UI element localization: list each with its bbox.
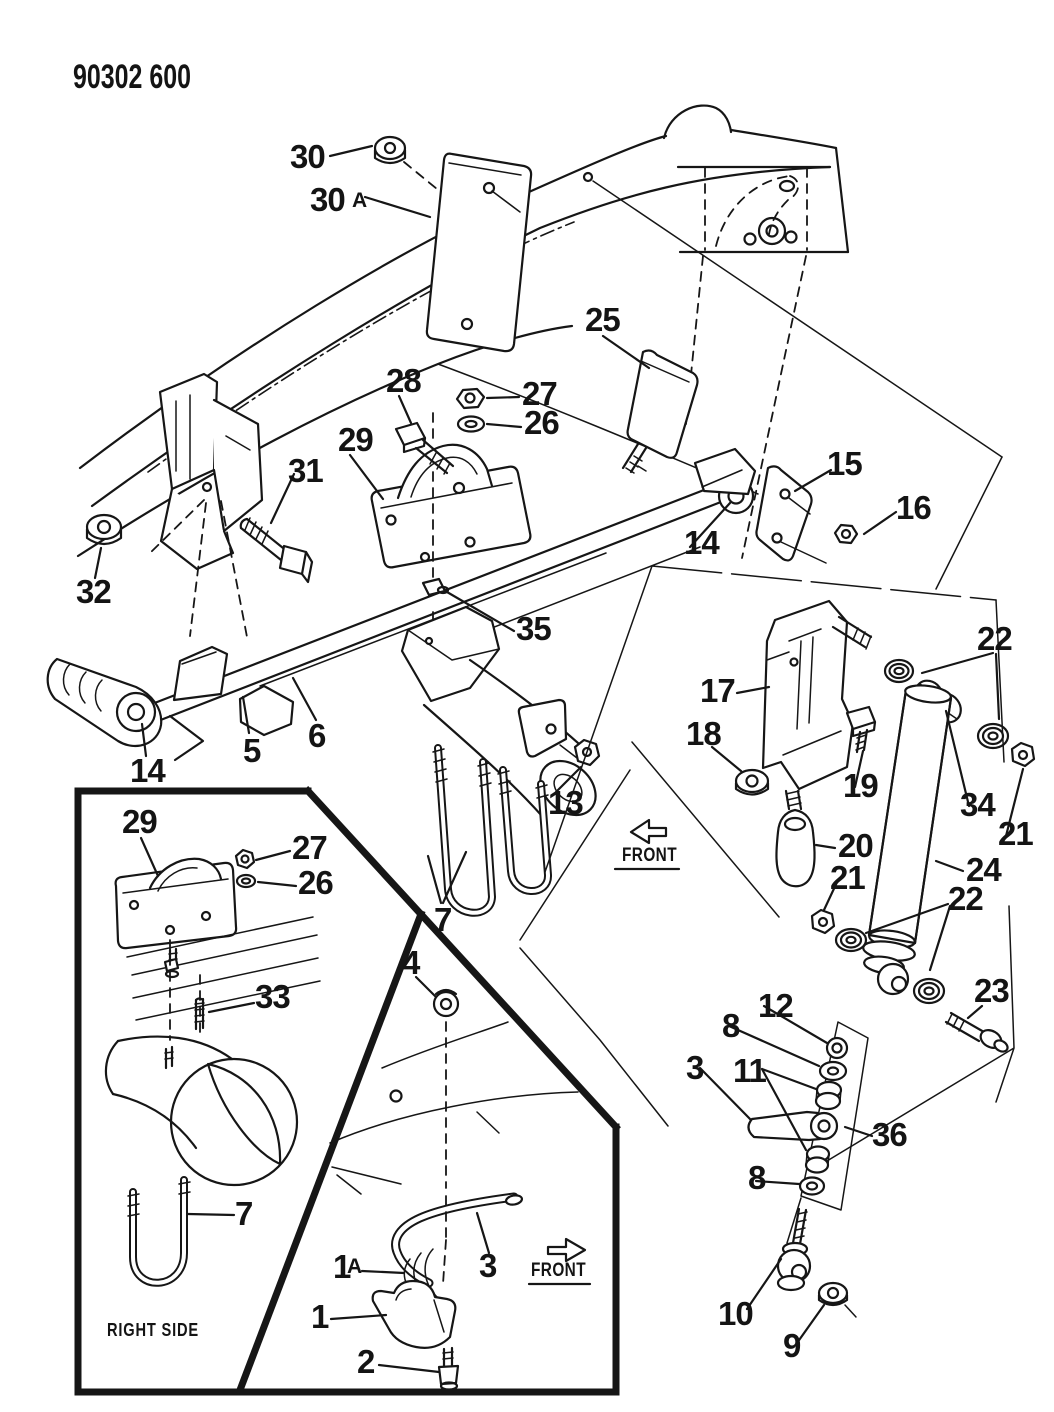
inset-borders xyxy=(74,786,621,1396)
inset-front-view xyxy=(331,1166,524,1391)
callout-19: 19 xyxy=(843,767,878,804)
washer-8-upper xyxy=(818,1060,848,1082)
front-arrow-center-icon xyxy=(613,818,681,871)
washer-26-main xyxy=(456,415,486,433)
stabilizer-link xyxy=(747,1110,839,1142)
shackle-plate-15 xyxy=(755,465,827,564)
spacer-11-upper xyxy=(814,1080,843,1111)
callout-9: 9 xyxy=(783,1327,801,1364)
callout-36: 36 xyxy=(872,1116,907,1153)
callout-7-inset: 7 xyxy=(235,1195,252,1232)
washer-22-upper xyxy=(883,658,915,684)
nut-4 xyxy=(432,988,460,1018)
callout-8-lower: 8 xyxy=(748,1159,766,1196)
callout-12: 12 xyxy=(758,987,793,1024)
callout-14-left: 14 xyxy=(130,752,166,789)
callout-29-main: 29 xyxy=(338,421,373,458)
callout-16: 16 xyxy=(896,489,931,526)
callout-8-upper: 8 xyxy=(722,1007,740,1044)
callout-29-inset: 29 xyxy=(122,803,157,840)
callout-30a-suffix: A xyxy=(352,189,367,212)
callout-23: 23 xyxy=(974,972,1009,1009)
front-label-bottom: FRONT xyxy=(531,1260,586,1281)
front-hanger-bracket xyxy=(146,372,264,638)
bump-stop-20 xyxy=(775,789,816,888)
callout-30a: 30 xyxy=(310,181,345,218)
nut-21-mid xyxy=(810,908,836,935)
callout-1a-suffix: A xyxy=(347,1255,362,1278)
callout-26-main: 26 xyxy=(524,404,559,441)
drawing-number: 90302 600 xyxy=(73,58,191,96)
callout-28: 28 xyxy=(386,362,421,399)
callout-17: 17 xyxy=(700,672,735,709)
callout-31: 31 xyxy=(288,452,323,489)
callout-35: 35 xyxy=(516,610,551,647)
callout-26-inset: 26 xyxy=(298,864,333,901)
callout-22-upper: 22 xyxy=(977,620,1012,657)
callout-7-main: 7 xyxy=(434,901,451,938)
callout-6: 6 xyxy=(308,717,326,754)
callout-27-main: 27 xyxy=(522,375,557,412)
inset-caption-right-side: RIGHT SIDE xyxy=(107,1320,199,1340)
nut-30 xyxy=(373,135,449,199)
nut-32 xyxy=(85,513,123,546)
bracket-25 xyxy=(621,349,699,474)
callout-5: 5 xyxy=(243,732,261,769)
callout-25: 25 xyxy=(585,301,620,338)
callout-21-mid: 21 xyxy=(830,859,865,896)
link-bolt-10 xyxy=(776,1207,812,1292)
nut-18 xyxy=(734,768,770,796)
nut-12 xyxy=(825,1036,849,1060)
callout-3-link: 3 xyxy=(686,1049,704,1086)
shock-absorber xyxy=(862,684,953,996)
front-label-center: FRONT xyxy=(622,845,677,866)
callout-11: 11 xyxy=(733,1052,767,1089)
callout-1: 1 xyxy=(311,1298,329,1335)
inset-right-side-view xyxy=(104,848,321,1287)
callout-24: 24 xyxy=(966,851,1002,888)
frame-bracket-detail xyxy=(582,171,1003,590)
front-arrow-bottom-icon xyxy=(527,1237,592,1286)
nut-27-main xyxy=(455,387,486,410)
callout-22-lower: 22 xyxy=(948,880,983,917)
callout-27-inset: 27 xyxy=(292,829,327,866)
bolt-35 xyxy=(421,577,450,597)
callout-4: 4 xyxy=(402,944,421,981)
callout-33: 33 xyxy=(255,978,290,1015)
nut-16 xyxy=(833,523,859,545)
bolt-19 xyxy=(845,705,877,754)
washer-22-mid xyxy=(834,927,868,953)
callout-14-right: 14 xyxy=(684,524,720,561)
nut-9 xyxy=(817,1281,857,1318)
callout-34: 34 xyxy=(960,786,996,823)
perspective-outline xyxy=(519,565,1015,1165)
washer-22-right xyxy=(976,722,1010,750)
callout-13: 13 xyxy=(548,784,583,821)
bolt-31 xyxy=(239,517,314,584)
callout-10: 10 xyxy=(718,1295,753,1332)
bolt-23 xyxy=(944,1011,1009,1053)
bolt-28 xyxy=(394,421,455,475)
callout-2: 2 xyxy=(357,1343,375,1380)
rear-hanger-17 xyxy=(761,599,873,791)
nut-21-right xyxy=(1010,741,1036,768)
spacer-11-lower xyxy=(804,1145,831,1174)
axle-tube xyxy=(400,605,597,818)
callout-21-right: 21 xyxy=(998,815,1033,852)
leaf-spring xyxy=(46,447,757,762)
callout-15: 15 xyxy=(827,445,862,482)
body-panel-lines xyxy=(329,1021,579,1189)
callout-30: 30 xyxy=(290,138,325,175)
bracket-30a xyxy=(425,152,533,353)
leader-lines xyxy=(93,144,1025,1374)
washer-8-lower xyxy=(798,1176,826,1196)
callout-3-bar: 3 xyxy=(479,1247,497,1284)
callout-1a: 1 xyxy=(333,1248,351,1285)
callout-20: 20 xyxy=(838,827,873,864)
callout-18: 18 xyxy=(686,715,721,752)
callout-32: 32 xyxy=(76,573,111,610)
washer-22-low xyxy=(912,977,946,1005)
